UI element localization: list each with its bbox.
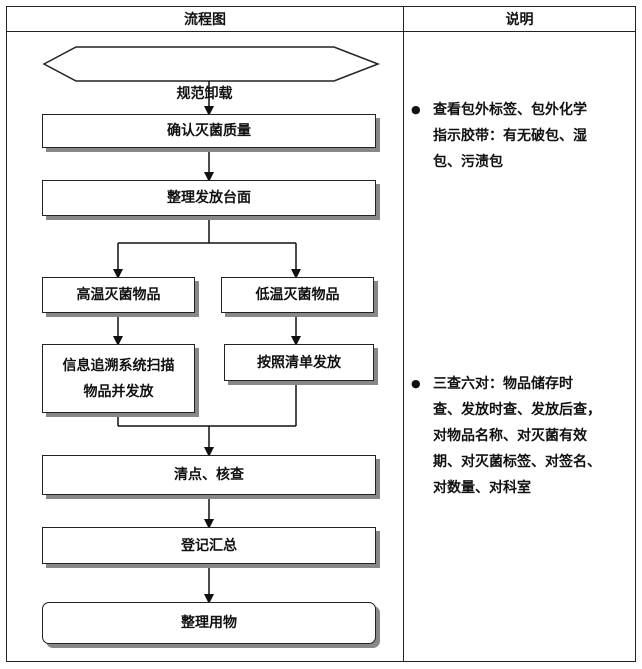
scan-and-issue-line-2: 物品并发放 — [83, 383, 154, 400]
low-temp-items-box: 低温灭菌物品 — [221, 277, 374, 313]
confirm-sterilization-label: 确认灭菌质量 — [167, 123, 251, 139]
note-line: 对数量、对科室 — [433, 480, 531, 496]
high-temp-items-box: 高温灭菌物品 — [42, 277, 195, 313]
confirm-sterilization-box: 确认灭菌质量 — [42, 114, 376, 148]
issue-by-list-label: 按照清单发放 — [257, 354, 341, 371]
low-temp-items-label: 低温灭菌物品 — [255, 287, 340, 303]
note-line: 指示胶带：有无破包、湿 — [433, 128, 587, 144]
arrange-counter-box: 整理发放台面 — [42, 180, 376, 216]
count-and-check-label: 清点、核查 — [174, 467, 244, 483]
issue-by-list-box: 按照清单发放 — [224, 344, 374, 381]
register-summary-box: 登记汇总 — [42, 527, 376, 564]
flowchart-diagram: 规范卸载 确认灭菌质量 整理发放台面 高温灭菌物品 低温灭菌物品 信息追溯系统扫… — [6, 31, 403, 662]
note-line: 对物品名称、对灭菌有效 — [433, 428, 587, 444]
tidy-items-box: 整理用物 — [42, 602, 376, 644]
arrange-counter-label: 整理发放台面 — [167, 190, 251, 206]
start-hexagon — [42, 46, 381, 82]
note-three-checks: ● 三查六对：物品储存时 查、发放时查、发放后查， 对物品名称、对灭菌有效 期、… — [411, 371, 631, 501]
notes-cell — [403, 31, 636, 662]
start-label: 规范卸载 — [176, 86, 233, 102]
scan-and-issue-line-1: 信息追溯系统扫描 — [62, 357, 175, 374]
note-line: 包、污渍包 — [433, 154, 503, 170]
bullet-icon: ● — [411, 377, 421, 390]
note-line: 期、对灭菌标签、对签名、 — [433, 454, 601, 470]
note-line: 查、发放时查、发放后查， — [433, 402, 601, 418]
flowchart-connectors — [42, 46, 381, 604]
count-and-check-box: 清点、核查 — [42, 455, 376, 495]
note-inspection: ● 查看包外标签、包外化学 指示胶带：有无破包、湿 包、污渍包 — [411, 97, 631, 175]
bullet-icon: ● — [411, 103, 421, 116]
tidy-items-label: 整理用物 — [181, 615, 237, 631]
note-line: 查看包外标签、包外化学 — [433, 102, 587, 118]
notes-column-header: 说明 — [403, 6, 636, 32]
scan-and-issue-box: 信息追溯系统扫描 物品并发放 — [42, 344, 195, 413]
notes-column: ● 查看包外标签、包外化学 指示胶带：有无破包、湿 包、污渍包 ● 三查六对：物… — [403, 31, 636, 662]
high-temp-items-label: 高温灭菌物品 — [76, 287, 161, 303]
note-three-checks-text: 三查六对：物品储存时 查、发放时查、发放后查， 对物品名称、对灭菌有效 期、对灭… — [433, 371, 631, 501]
register-summary-label: 登记汇总 — [181, 537, 237, 554]
table-header-row: 流程图 说明 — [6, 6, 636, 32]
flowchart-column-header: 流程图 — [6, 6, 404, 32]
note-line: 三查六对：物品储存时 — [433, 376, 573, 392]
note-inspection-text: 查看包外标签、包外化学 指示胶带：有无破包、湿 包、污渍包 — [433, 97, 631, 175]
